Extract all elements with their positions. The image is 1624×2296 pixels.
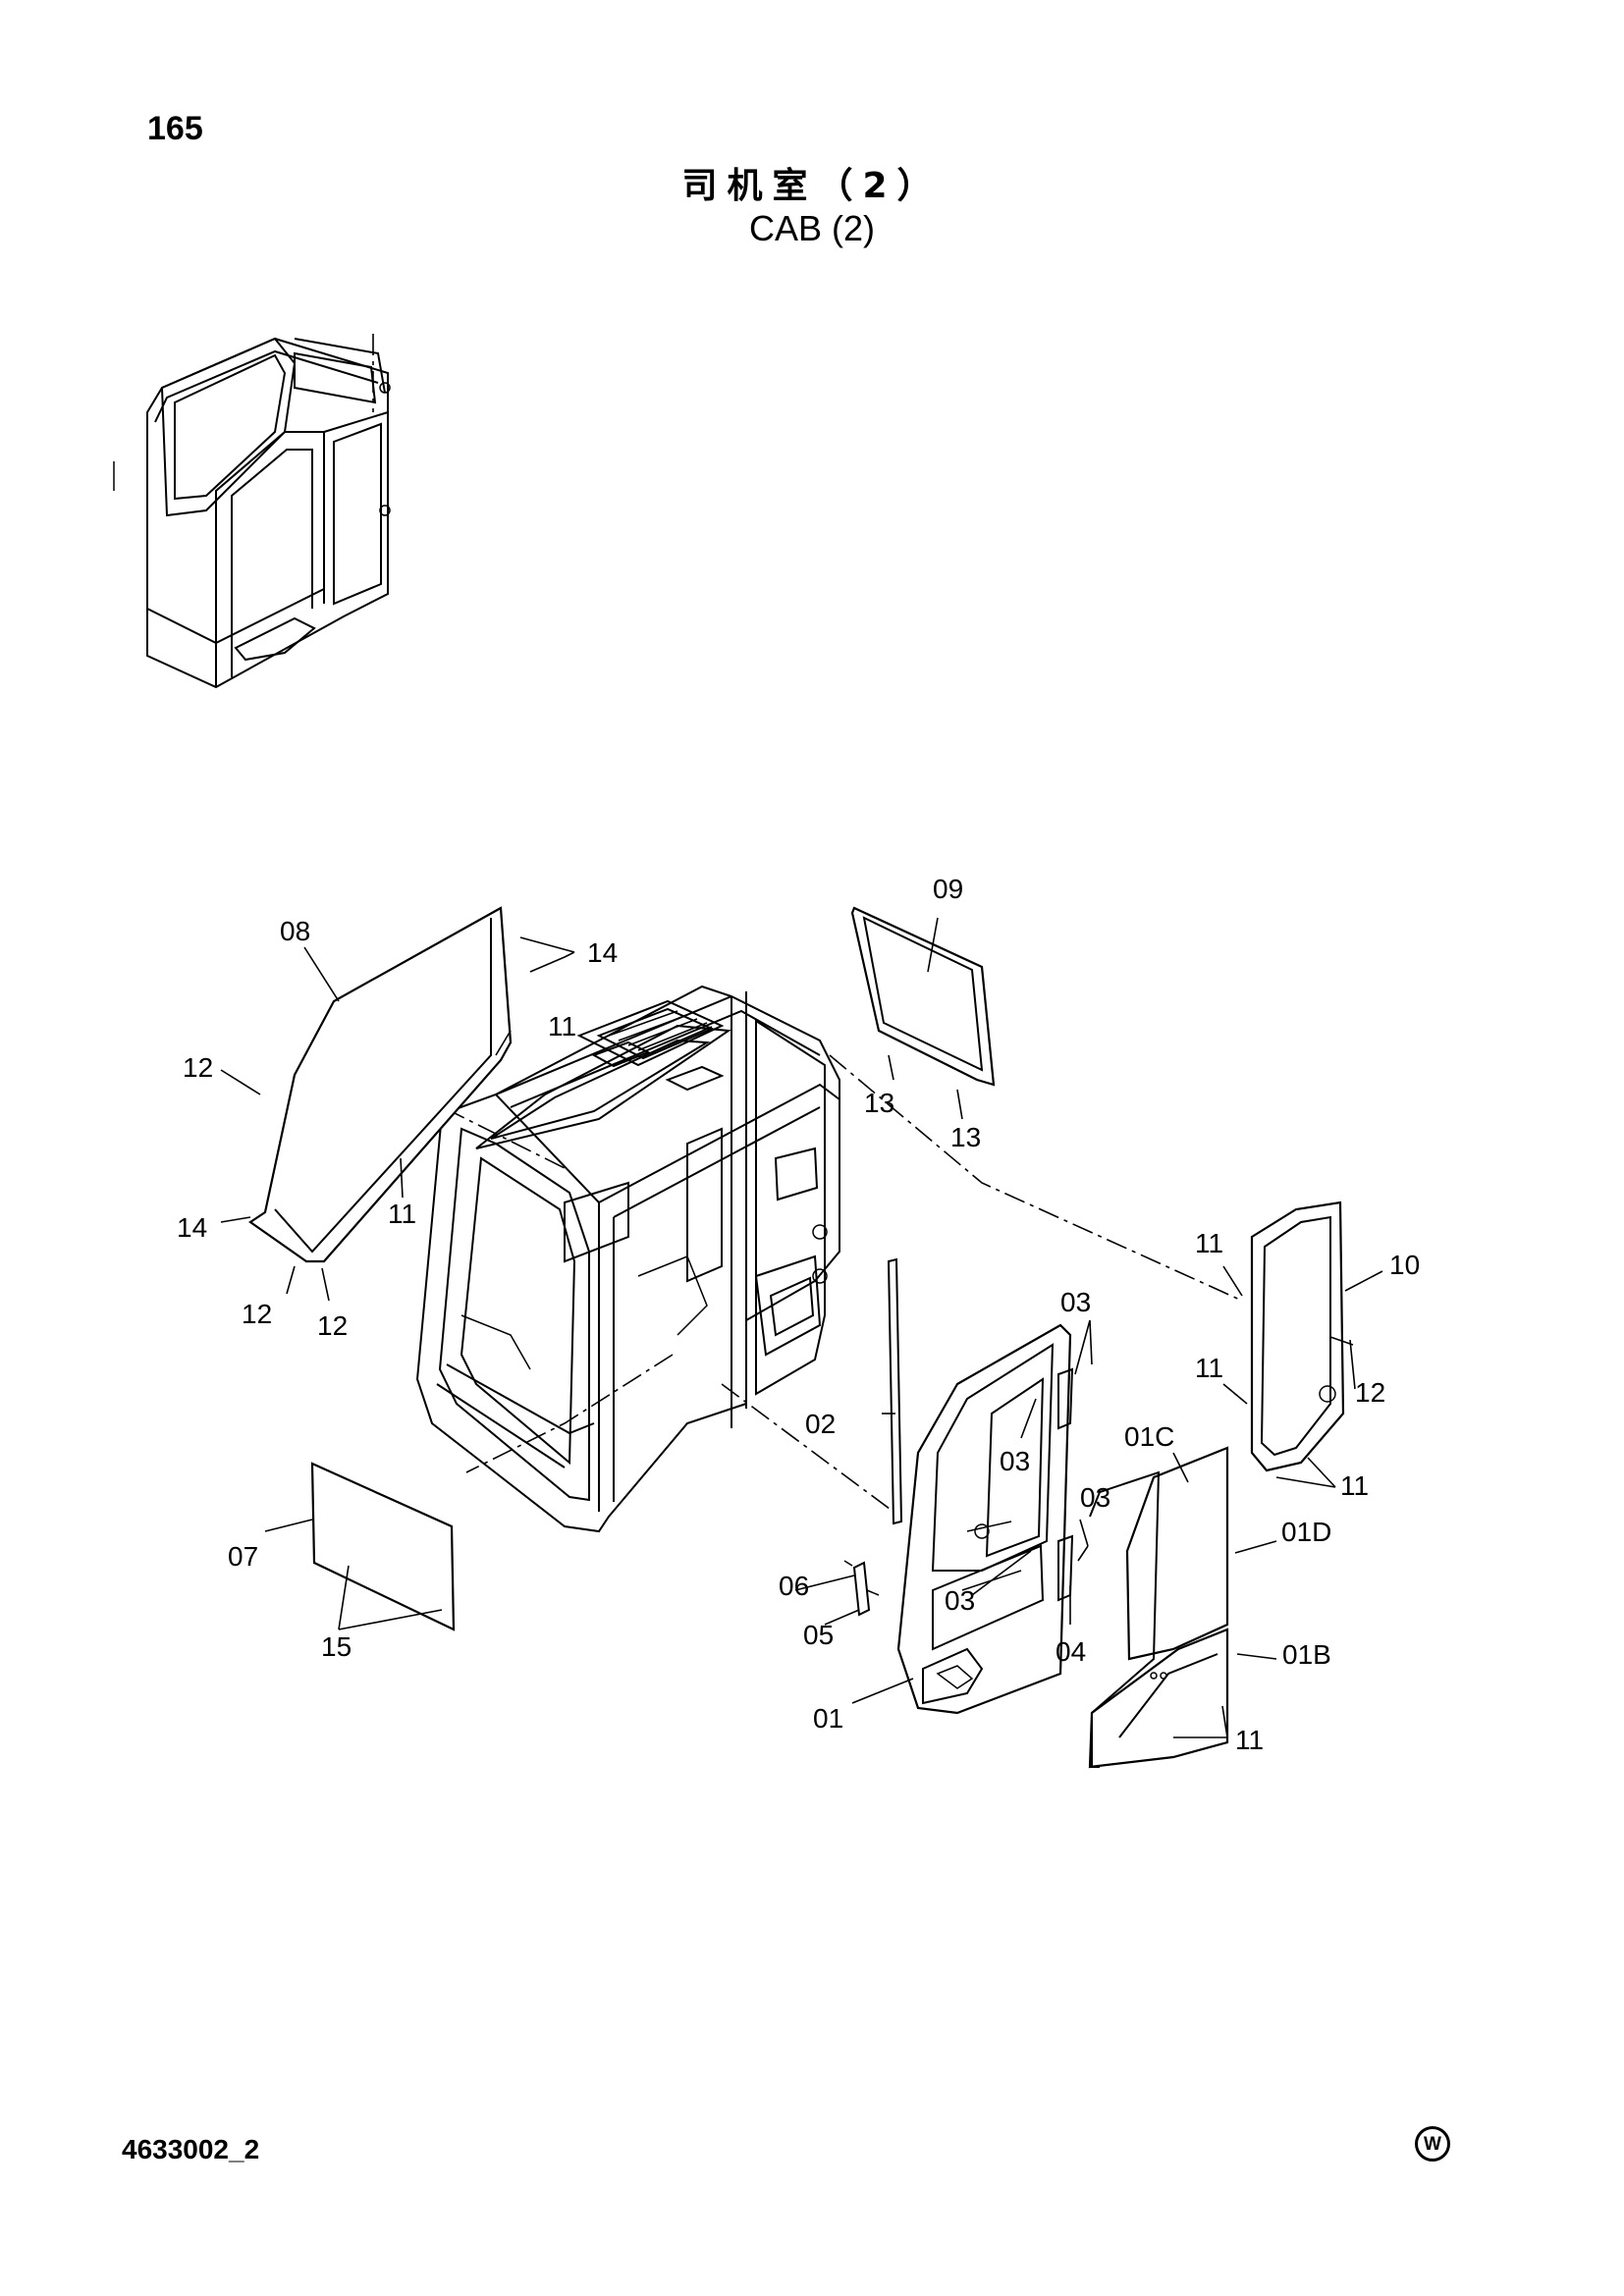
callout-12: 12 [317,1310,348,1341]
callout-01d: 01D [1281,1517,1331,1547]
callout-06: 06 [779,1571,809,1601]
callout-13: 13 [864,1088,894,1118]
part-02-door-seal [887,1257,903,1525]
callout-14: 14 [587,937,618,968]
callout-03: 03 [1000,1446,1030,1476]
callout-09: 09 [933,874,963,904]
callout-04: 04 [1056,1636,1086,1667]
cab-frame [415,985,840,1533]
callout-05: 05 [803,1620,834,1650]
page-title-english: CAB (2) [748,208,876,248]
page-title-chinese: 司机室（2） [681,166,943,206]
part-01b-lower-door-glass [1088,1470,1229,1769]
callout-12: 12 [1355,1377,1385,1408]
callout-03: 03 [945,1585,975,1616]
callout-11: 11 [1195,1228,1223,1258]
callout-12: 12 [242,1299,272,1329]
part-09-roof-glass [850,906,996,1087]
document-code: 4633002_2 [122,2134,260,2164]
callout-labels: 08 14 11 12 11 14 12 12 09 13 13 10 11 1… [177,874,1420,1755]
callout-02: 02 [805,1409,836,1439]
part-07-lower-front-glass [310,1462,456,1631]
callout-11: 11 [1195,1353,1223,1383]
callout-01b: 01B [1282,1639,1331,1670]
part-05-06-latch [843,1560,880,1617]
page-number: 165 [147,110,203,147]
callout-01c: 01C [1124,1421,1174,1452]
callout-leader-lines [220,917,1383,1738]
callout-03: 03 [1080,1482,1110,1513]
callout-07: 07 [228,1541,258,1572]
callout-11: 11 [1340,1470,1369,1501]
callout-08: 08 [280,916,310,946]
callout-01: 01 [813,1703,843,1734]
callout-14: 14 [177,1212,207,1243]
part-08-front-windshield [248,906,513,1263]
brand-logo: W [1415,2126,1450,2162]
callout-11: 11 [548,1011,576,1041]
callout-12: 12 [183,1052,213,1083]
cab-overview-thumbnail [113,334,391,689]
callout-15: 15 [321,1631,352,1662]
callout-11: 11 [1235,1725,1264,1755]
callout-13: 13 [950,1122,981,1152]
part-01c-upper-door-glass [1125,1446,1229,1661]
callout-10: 10 [1389,1250,1420,1280]
callout-11: 11 [388,1199,416,1229]
part-01-door [896,1323,1074,1715]
part-10-side-glass [1250,1201,1345,1472]
callout-03: 03 [1060,1287,1091,1317]
